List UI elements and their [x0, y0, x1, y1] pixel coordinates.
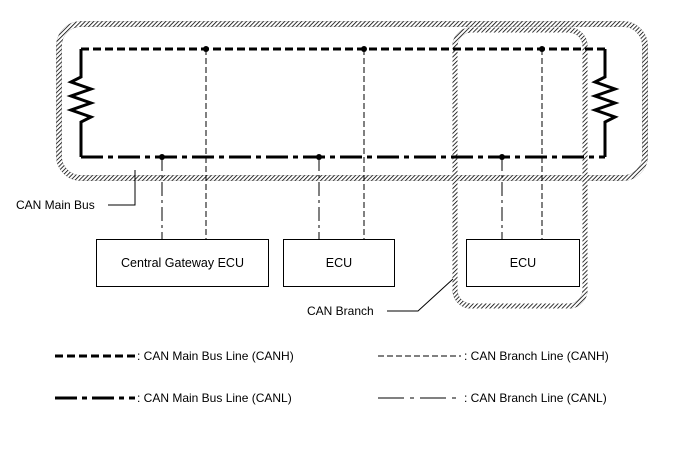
- legend-main-canl-text: : CAN Main Bus Line (CANL): [137, 391, 292, 405]
- ecu-box-middle: ECU: [283, 239, 395, 287]
- legend-branch-canh-text: : CAN Branch Line (CANH): [464, 349, 609, 363]
- branch-canl-lines: [161, 157, 503, 240]
- left-terminating-resistor: [66, 49, 96, 157]
- branch-label: CAN Branch: [307, 304, 374, 318]
- ecu-box-branch: ECU: [466, 239, 580, 287]
- branch-leader: [387, 278, 454, 312]
- branch-outline: [452, 27, 588, 309]
- main-bus-label: CAN Main Bus: [16, 198, 95, 212]
- main-bus-leader: [108, 170, 136, 206]
- central-gateway-ecu-box: Central Gateway ECU: [96, 239, 269, 287]
- right-terminating-resistor: [590, 49, 620, 157]
- junction-dots: [159, 46, 545, 160]
- branch-canh-lines: [205, 49, 543, 240]
- legend-main-canh-text: : CAN Main Bus Line (CANH): [137, 349, 294, 363]
- legend-branch-canl-text: : CAN Branch Line (CANL): [464, 391, 607, 405]
- main-bus-outline: [56, 21, 648, 181]
